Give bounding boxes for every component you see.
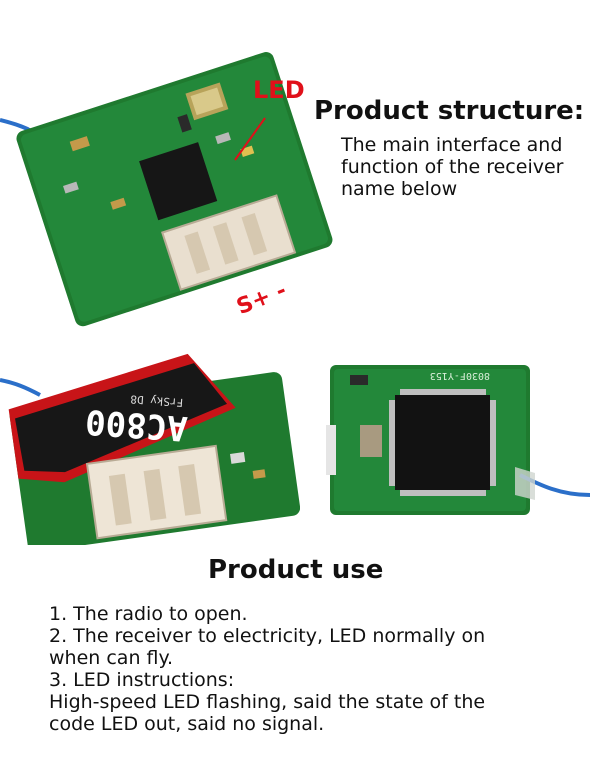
chip-marking: 8030F-Y153 [430,370,490,381]
structure-title: Product structure: [314,96,585,126]
structure-desc-line-2: function of the receiver [341,156,564,178]
structure-desc-line-1: The main interface and [341,134,563,156]
use-line-5: High-speed LED flashing, said the state … [49,691,486,713]
ac800-marking: AC800 [84,401,189,448]
receiver-back-photo: 8030F-Y153 [326,365,591,515]
frsky-marking: FrSky D8 [130,392,184,409]
structure-description: The main interface and function of the r… [341,134,563,200]
use-line-6: code LED out, said no signal. [49,713,325,735]
use-line-1: 1. The radio to open. [49,603,248,625]
use-line-2: 2. The receiver to electricity, LED norm… [49,625,486,647]
structure-desc-line-3: name below [341,178,458,200]
receiver-top-photo [0,52,333,327]
use-instructions: 1. The radio to open. 2. The receiver to… [49,603,485,735]
use-title: Product use [208,555,384,585]
use-line-3: when can fly. [49,647,174,669]
led-label: LED [253,76,305,104]
use-line-4: 3. LED instructions: [49,669,235,691]
receiver-front-photo: AC800 FrSky D8 [0,353,300,545]
